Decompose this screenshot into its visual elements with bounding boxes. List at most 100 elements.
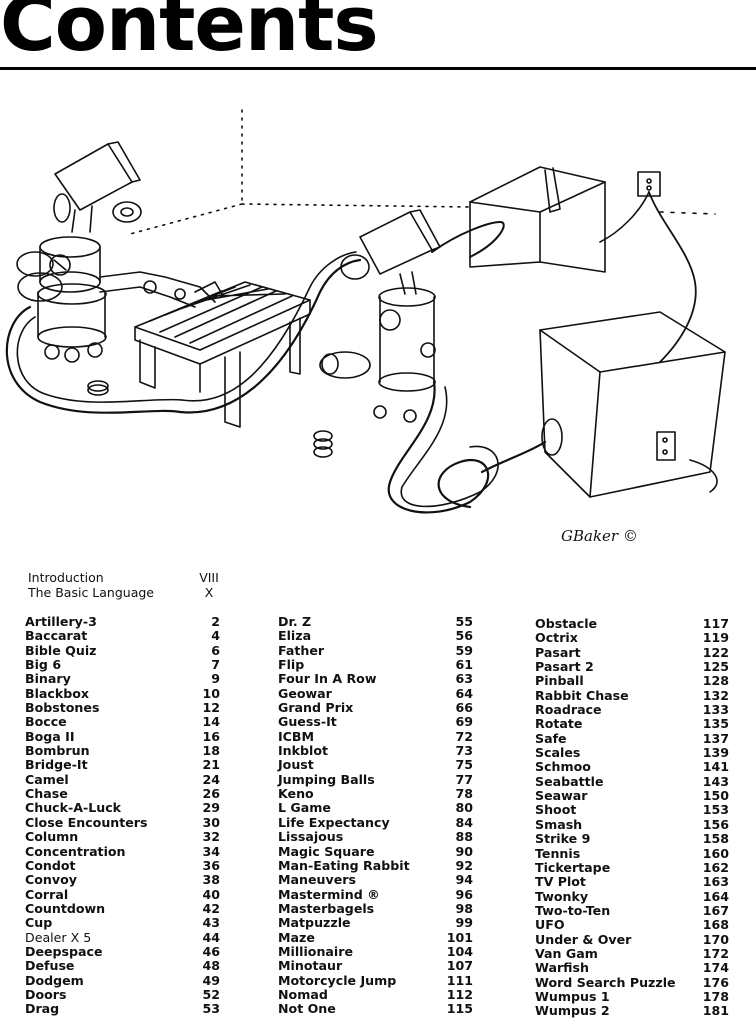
list-item[interactable]: Mastermind ®96 bbox=[278, 887, 473, 902]
entry-page: 160 bbox=[702, 845, 729, 861]
entry-title: Keno bbox=[278, 786, 314, 802]
monitor bbox=[539, 311, 726, 498]
entry-page: 43 bbox=[202, 915, 220, 931]
entry-title: Word Search Puzzle bbox=[535, 974, 676, 990]
entry-title: Schmoo bbox=[535, 759, 591, 775]
entry-page: 112 bbox=[446, 986, 473, 1002]
list-item[interactable]: Tennis 160 bbox=[535, 845, 729, 861]
entry-title: Bridge-It bbox=[25, 757, 88, 773]
entry-page: 156 bbox=[702, 816, 729, 832]
list-item[interactable]: The Basic Language X bbox=[28, 585, 228, 600]
entry-page: 36 bbox=[202, 857, 220, 873]
chess-table bbox=[87, 281, 333, 458]
list-item[interactable]: Introduction VIII bbox=[28, 570, 228, 585]
entry-title: Warfish bbox=[535, 960, 589, 976]
entry-page: 172 bbox=[702, 945, 729, 961]
entry-title: Tennis bbox=[535, 845, 581, 861]
